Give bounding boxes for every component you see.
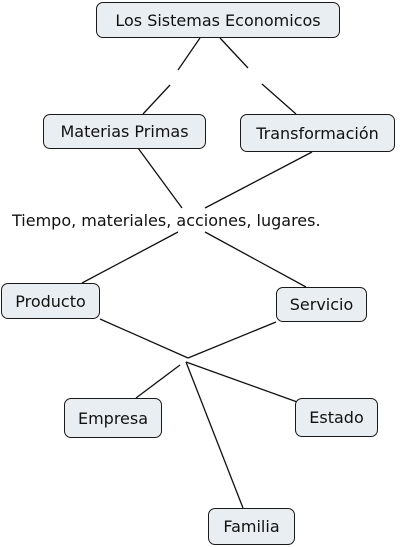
node-materias-primas[interactable]: Materias Primas [43, 114, 206, 149]
connector-phrase-servicio [204, 231, 307, 288]
connector-hub-estado [185, 361, 301, 404]
node-label: Transformación [256, 123, 379, 143]
connector-hub-empresa [135, 364, 181, 399]
node-los-sistemas-economicos[interactable]: Los Sistemas Economicos [96, 2, 340, 38]
node-label: Materias Primas [60, 122, 189, 141]
node-transformacion[interactable]: Transformación [240, 114, 395, 152]
node-empresa[interactable]: Empresa [64, 398, 162, 438]
connector-phrase-producto [81, 231, 179, 284]
node-label: Los Sistemas Economicos [115, 10, 321, 30]
connector-root-materias-primas [177, 37, 201, 71]
connector-servicio-hub [187, 321, 277, 359]
node-label: Producto [15, 291, 86, 311]
node-producto[interactable]: Producto [1, 283, 100, 319]
connector-root-transformacion-lower [261, 83, 297, 115]
node-label: Servicio [289, 295, 354, 314]
node-servicio[interactable]: Servicio [276, 287, 367, 322]
node-label: Empresa [77, 408, 149, 428]
node-label: Familia [223, 517, 280, 536]
connector-producto-hub [99, 318, 189, 359]
connector-transformacion-phrase [204, 151, 313, 209]
connector-root-transformacion [219, 37, 249, 69]
node-estado[interactable]: Estado [295, 398, 378, 437]
connector-hub-familia [185, 361, 244, 509]
connector-root-materias-primas-lower [142, 84, 171, 115]
connector-materias-primas-phrase [137, 147, 183, 209]
node-familia[interactable]: Familia [208, 508, 295, 545]
node-label: Estado [309, 408, 364, 427]
linking-phrase: Tiempo, materiales, acciones, lugares. [10, 211, 323, 230]
